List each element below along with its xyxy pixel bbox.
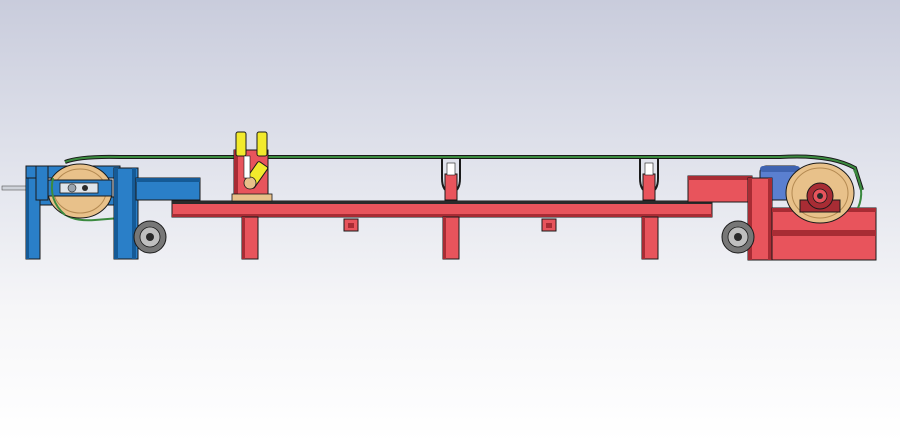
belt-idler-brackets bbox=[441, 158, 659, 201]
pillow-block-bearing bbox=[799, 182, 841, 213]
support-leg bbox=[241, 216, 259, 260]
guide-roller bbox=[256, 131, 268, 157]
support-beam bbox=[171, 200, 713, 218]
support-leg bbox=[442, 216, 460, 260]
support-leg bbox=[641, 216, 659, 260]
idler-bracket bbox=[441, 158, 461, 201]
tension-end-frame bbox=[1, 163, 201, 260]
guide-roller bbox=[235, 131, 247, 157]
guide-rollers bbox=[231, 131, 273, 202]
support-legs bbox=[241, 216, 659, 260]
tension-rod bbox=[1, 185, 29, 191]
head-drive-frame bbox=[687, 162, 877, 261]
idler-bracket bbox=[639, 158, 659, 201]
return-wheel-right bbox=[721, 220, 755, 254]
return-wheel-left bbox=[133, 220, 167, 254]
hanging-lugs bbox=[343, 218, 557, 232]
